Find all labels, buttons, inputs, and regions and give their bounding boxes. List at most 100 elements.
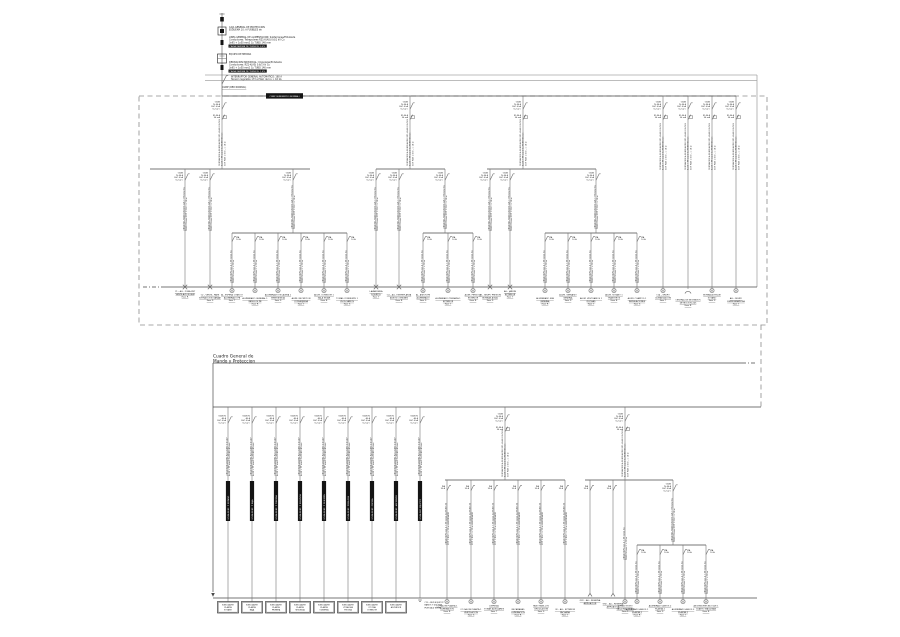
svg-text:Curva C: Curva C [290,421,298,424]
svg-text:C15 - RED EQUIPOT.: C15 - RED EQUIPOT. [425,602,445,604]
svg-text:PLANTA: PLANTA [320,606,328,609]
svg-text:4x16 + TT mm2 Cu TUBO 40 mm: 4x16 + TT mm2 Cu TUBO 40 mm [396,443,399,476]
svg-text:LINEA H07V 2x1.5 + TT mm2 Cu: LINEA H07V 2x1.5 + TT mm2 Cu [321,250,324,283]
svg-text:CGMP (SUMINISTRO NORMAL): CGMP (SUMINISTRO NORMAL) [270,95,300,98]
svg-text:LINEA H07V 2x1.5 + TT mm2 Cu: LINEA H07V 2x1.5 + TT mm2 Cu [634,250,637,283]
svg-text:40 A: 40 A [342,417,347,420]
svg-text:LINEA H07V 2x1.5 + TT mm2 Cu: LINEA H07V 2x1.5 + TT mm2 Cu [252,250,255,283]
svg-text:BANOS Y DUCHAS: BANOS Y DUCHAS [425,604,443,607]
svg-text:Curva C: Curva C [726,107,734,110]
svg-text:Fase T: Fase T [562,615,569,617]
svg-text:LINEA RZ1-K(AS) 0.6/1kV 2x6 +: LINEA RZ1-K(AS) 0.6/1kV 2x6 + TT mm2 Cu [507,186,510,231]
svg-text:C60N: C60N [729,102,735,104]
svg-text:4x25 + TT mm2 Cu TUBO 50 mm: 4x25 + TT mm2 Cu TUBO 50 mm [409,133,412,166]
svg-text:CAJA GENERAL DE PROTECCION: CAJA GENERAL DE PROTECCION [229,26,265,29]
svg-text:C60N: C60N [516,102,522,104]
svg-text:Curva C: Curva C [362,421,370,424]
svg-text:FACHADA: FACHADA [560,611,570,614]
svg-text:LINEA H07V 2x1.5 + TT mm2 Cu: LINEA H07V 2x1.5 + TT mm2 Cu [542,250,545,283]
svg-text:DUCHAS: DUCHAS [587,300,596,303]
svg-text:PIA: PIA [489,485,493,488]
svg-text:TUBO 16 mm L = 10 m: TUBO 16 mm L = 10 m [638,260,640,283]
svg-text:CENTRAL DE INCENDIOS: CENTRAL DE INCENDIOS [675,299,701,302]
svg-text:Curva C: Curva C [200,178,208,181]
svg-text:4x25 + TT mm2 Cu TUBO 50 mm: 4x25 + TT mm2 Cu TUBO 50 mm [221,133,224,166]
svg-text:4x16 + TT mm2 Cu TUBO 40 mm: 4x16 + TT mm2 Cu TUBO 40 mm [300,443,303,476]
svg-text:C60N: C60N [503,173,509,175]
svg-text:ALUMBRADO ASEOS 3: ALUMBRADO ASEOS 3 [672,608,695,611]
svg-text:PIA: PIA [328,236,332,239]
svg-text:4x25 + TT mm2 Cu TUBO 50 mm: 4x25 + TT mm2 Cu TUBO 50 mm [522,133,525,166]
svg-text:TUBO 16 mm L = 10 m: TUBO 16 mm L = 10 m [348,260,350,283]
svg-text:ALUMBRADO: ALUMBRADO [416,296,429,299]
svg-text:10 A: 10 A [282,238,287,241]
svg-text:Fase T: Fase T [229,300,236,302]
svg-text:3x95 + 1x50 mm2 Cu TUBO 140: 3x95 + 1x50 mm2 Cu TUBO 140 mm [229,41,271,44]
svg-text:PIA: PIA [259,236,263,239]
svg-text:TUBO 16 mm L = 10 m: TUBO 16 mm L = 10 m [661,571,663,594]
svg-text:10 A: 10 A [477,238,482,241]
svg-text:Fase S: Fase S [468,615,475,617]
svg-text:IV 40 A: IV 40 A [703,103,711,106]
svg-text:Curva C: Curva C [653,107,661,110]
svg-text:PdC 6 kA: PdC 6 kA [199,176,208,179]
svg-text:TUBO 25 mm CDT 1.2% L = 15 m: TUBO 25 mm CDT 1.2% L = 15 m [674,508,676,542]
svg-text:Curva C: Curva C [266,421,274,424]
svg-text:TUBO 16 mm L = 10 m: TUBO 16 mm L = 10 m [424,260,426,283]
svg-text:TUBO 16 mm L = 10 m: TUBO 16 mm L = 10 m [233,260,235,283]
svg-text:PdC 6 kA: PdC 6 kA [289,419,298,422]
svg-text:ID 40 A: ID 40 A [616,426,624,429]
svg-text:30 mA: 30 mA [497,428,504,431]
svg-text:IV 40 A: IV 40 A [664,485,672,488]
svg-text:LINEA H07V 2x2.5 + TT mm2 Cu T: LINEA H07V 2x2.5 + TT mm2 Cu TUBO 20 [538,502,541,545]
svg-text:Tension regulable 173 a PdeC d: Tension regulable 173 a PdeC de Icu > 16… [231,78,282,81]
svg-text:Fase R: Fase R [182,297,189,299]
svg-text:ALUMBRADO SPA: ALUMBRADO SPA [536,297,554,300]
svg-text:PIA: PIA [608,485,612,488]
svg-text:CIRCULACION: CIRCULACION [534,607,548,610]
svg-text:10 A: 10 A [488,487,493,490]
svg-text:Fase T: Fase T [445,304,452,306]
svg-text:PIA: PIA [351,236,355,239]
svg-text:AMPLIACION: AMPLIACION [584,602,597,605]
svg-text:LINEA H07V 2x2.5 + TT mm2 Cu T: LINEA H07V 2x2.5 + TT mm2 Cu TUBO 20 [491,502,494,545]
svg-text:ILUMINACION: ILUMINACION [440,607,454,610]
svg-text:ALUMBRADO ESCALERA 1: ALUMBRADO ESCALERA 1 [265,294,292,297]
svg-text:10 A: 10 A [236,238,241,241]
svg-text:CDT 1.8% L = 22 m ALUMBRADO: CDT 1.8% L = 22 m ALUMBRADO [541,512,544,545]
svg-text:ALUMBRADO TERRAZA 1: ALUMBRADO TERRAZA 1 [435,297,461,300]
svg-text:10 A: 10 A [259,238,264,241]
svg-text:LINEA SUBCUADRO RZ1-K(AS) 0.6/: LINEA SUBCUADRO RZ1-K(AS) 0.6/1kV [225,437,228,476]
svg-text:LINEA H07V 2x1.5 + TT mm2 Cu: LINEA H07V 2x1.5 + TT mm2 Cu [565,250,568,283]
svg-text:CDT MAX 1.0% L = 18 m: CDT MAX 1.0% L = 18 m [626,452,629,477]
svg-text:PLANTA: PLANTA [272,606,280,609]
svg-text:PIA: PIA [572,236,576,239]
svg-text:Curva C: Curva C [283,178,291,181]
svg-text:PdC 6 kA: PdC 6 kA [701,105,710,108]
svg-text:10 A: 10 A [710,551,715,554]
svg-text:IV 40 A: IV 40 A [587,174,595,177]
svg-text:LINEA GENERAL DE ALIMENTACION:: LINEA GENERAL DE ALIMENTACION: Subterran… [229,36,296,39]
svg-text:C60N: C60N [369,173,375,175]
svg-text:4x16 + TT mm2 Cu TUBO 40 mm: 4x16 + TT mm2 Cu TUBO 40 mm [420,443,423,476]
svg-text:Conductores: Tetrapolares RZ1-: Conductores: Tetrapolares RZ1-K(AS) 0.6/… [229,39,285,42]
svg-text:30 mA: 30 mA [655,116,662,119]
svg-text:40 A: 40 A [318,417,323,420]
svg-text:AL. ESPERA 1 PASO E: AL. ESPERA 1 PASO E [221,294,243,297]
svg-text:TUBO 16 mm L = 10 m: TUBO 16 mm L = 10 m [279,260,281,283]
svg-text:30 mA: 30 mA [617,428,624,431]
svg-text:Fase T: Fase T [491,611,498,613]
